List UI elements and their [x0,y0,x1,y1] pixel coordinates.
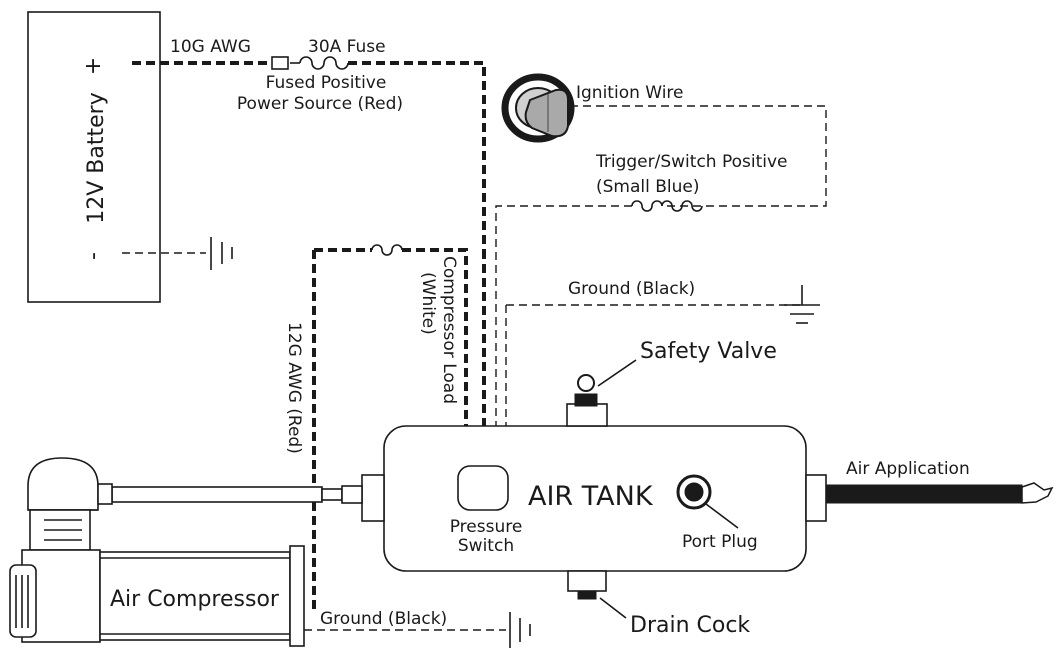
safety-valve: Safety Valve [566,339,777,427]
compressor-air-line [111,485,363,504]
safety-valve-label: Safety Valve [640,339,777,364]
fused-positive-label: Fused Positive [266,73,387,93]
wire-12g-label: 12G AWG (Red) [284,322,304,454]
air-tank: AIR TANK Pressure Switch Port Plug Safet… [361,339,827,638]
battery-plus-terminal: + [81,57,106,75]
trigger-switch-positive-label: Trigger/Switch Positive [595,152,788,172]
air-application-label: Air Application [846,459,970,479]
battery-label: 12V Battery [84,92,109,223]
ignition-wire-label: Ignition Wire [576,83,684,103]
pressure-switch-ground: Ground (Black) [505,279,820,465]
drain-cock: Drain Cock [567,570,750,638]
wire-10g-label: 10G AWG [170,37,251,57]
pressure-switch [457,465,509,511]
fuse-30a-symbol [299,56,349,70]
fused-positive-wire: 10G AWG 30A Fuse Fused Positive Power So… [132,37,486,250]
compressor-load-wire: Compressor Load (White) 12G AWG (Red) [284,244,486,612]
air-compressor-label: Air Compressor [110,587,280,612]
fuse-holder [271,56,289,70]
compressor-load-label: Compressor Load [439,256,459,404]
compressor-ground: Ground (Black) [304,609,531,648]
compressor-load-white-label: (White) [418,272,438,335]
fuse-30a-label: 30A Fuse [308,37,386,57]
air-compressor: Air Compressor [9,457,305,647]
battery-ground [122,237,233,270]
ignition-switch: Ignition Wire [501,73,684,143]
port-plug: Port Plug [676,474,758,552]
air-tank-label: AIR TANK [528,481,654,512]
battery: 12V Battery + - [27,11,161,303]
battery-minus-terminal: - [81,252,106,260]
port-plug-label: Port Plug [682,532,758,552]
power-source-red-label: Power Source (Red) [237,94,403,114]
switch-label: Switch [458,536,514,556]
small-blue-label: (Small Blue) [596,177,700,197]
trigger-wire: Trigger/Switch Positive (Small Blue) [495,105,827,465]
pressure-label: Pressure [450,517,523,537]
drain-cock-label: Drain Cock [630,613,750,638]
ground-black-bottom-label: Ground (Black) [320,609,447,629]
ground-black-top-label: Ground (Black) [568,279,695,299]
air-application-line: Air Application [825,459,1054,504]
